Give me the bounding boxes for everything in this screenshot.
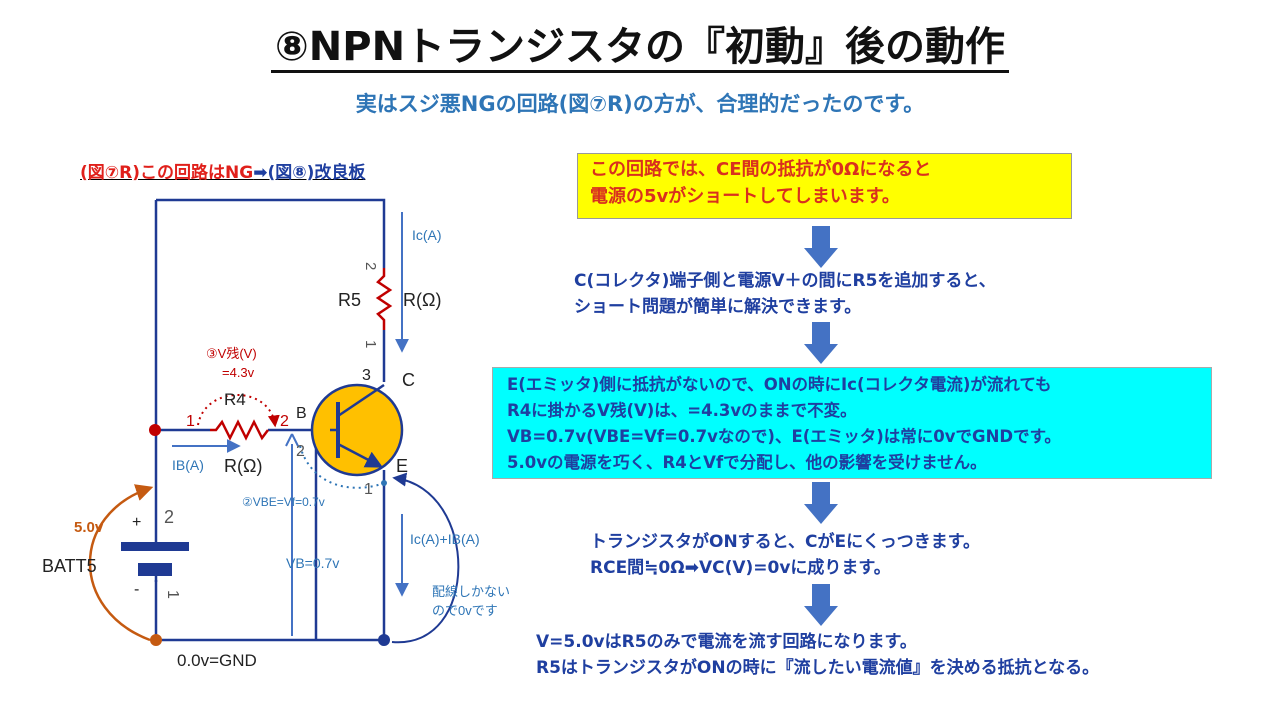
r4-name: R4 bbox=[224, 390, 246, 409]
circuit-caption: (図⑦R)この回路はNG➡(図⑧)改良板 bbox=[80, 158, 365, 183]
short-warning-box: この回路では、CE間の抵抗が0Ωになると 電源の5vがショートしてしまいます。 bbox=[577, 153, 1072, 219]
step-transistor-on: トランジスタがONすると、CがEにくっつきます。 RCE間≒0Ω➡VC(V)=0… bbox=[590, 530, 980, 581]
battery-plus: + bbox=[132, 514, 141, 531]
r5-name: R5 bbox=[338, 290, 361, 310]
page-subtitle: 実はスジ悪NGの回路(図⑦R)の方が、合理的だったのです。 bbox=[355, 92, 925, 116]
step-transistor-on-line-2: RCE間≒0Ω➡VC(V)=0vに成ります。 bbox=[590, 557, 891, 578]
battery-symbol bbox=[121, 530, 189, 582]
battery-minus: - bbox=[134, 581, 139, 598]
ic-label: Ic(A) bbox=[412, 227, 442, 243]
r5-value: R(Ω) bbox=[403, 290, 441, 310]
caption-ng: (図⑦R)この回路はNG bbox=[80, 163, 254, 183]
step-r5-conclusion-line-2: R5はトランジスタがONの時に『流したい電流値』を決める抵抗となる。 bbox=[536, 657, 1100, 678]
down-arrow-icon bbox=[804, 322, 838, 364]
r4-pin-right: 2 bbox=[280, 413, 289, 430]
node-gnd-right bbox=[378, 634, 390, 646]
base-pin: 2 bbox=[296, 443, 305, 460]
emitter-explanation-line-3: VB=0.7v(VBE=Vf=0.7vなので)、E(エミッタ)は常に0vでGND… bbox=[507, 427, 1061, 447]
vb-label: VB=0.7v bbox=[286, 555, 339, 571]
v-residual-arc bbox=[197, 394, 280, 428]
caption-improved: (図⑧)改良板 bbox=[267, 163, 366, 183]
collector-pin: 3 bbox=[362, 367, 371, 384]
down-arrow-icon bbox=[804, 226, 838, 268]
emitter-label: E bbox=[396, 456, 408, 476]
vbe-dot bbox=[381, 480, 387, 486]
down-arrow-icon bbox=[804, 584, 838, 626]
emitter-explanation-line-2: R4に掛かるV残(V)は、=4.3vのままで不変。 bbox=[507, 401, 857, 421]
step-add-r5-line-1: C(コレクタ)端子側と電源V＋の間にR5を追加すると、 bbox=[574, 271, 996, 291]
step-add-r5: C(コレクタ)端子側と電源V＋の間にR5を追加すると、 ショート問題が簡単に解決… bbox=[574, 269, 996, 320]
emitter-explanation-line-4: 5.0vの電源を巧く、R4とVfで分配し、他の影響を受けません。 bbox=[507, 453, 987, 473]
vbe-arc bbox=[299, 445, 385, 489]
r5-resistor bbox=[375, 268, 393, 330]
step-transistor-on-line-1: トランジスタがONすると、CがEにくっつきます。 bbox=[590, 532, 981, 552]
battery-pin-top: 2 bbox=[164, 507, 174, 527]
page-title: ⑧NPNトランジスタの『初動』後の動作 bbox=[0, 14, 1280, 73]
node-red bbox=[149, 424, 161, 436]
emitter-explanation-box: E(エミッタ)側に抵抗がないので、ONの時にIc(コレクタ電流)が流れても R4… bbox=[492, 367, 1212, 479]
gnd-label: 0.0v=GND bbox=[177, 651, 257, 670]
caption-arrow-icon: ➡ bbox=[253, 163, 268, 183]
battery-voltage: 5.0v bbox=[74, 519, 104, 536]
emitter-explanation-line-1: E(エミッタ)側に抵抗がないので、ONの時にIc(コレクタ電流)が流れても bbox=[507, 375, 1052, 394]
r5-pin-top: 2 bbox=[362, 262, 379, 270]
down-arrow-icon bbox=[804, 482, 838, 524]
v-residual-label: ③V残(V) bbox=[206, 346, 257, 361]
r4-pin-left: 1 bbox=[186, 413, 195, 430]
step-r5-conclusion-line-1: V=5.0vはR5のみで電流を流す回路になります。 bbox=[536, 632, 917, 652]
battery-name: BATT5 bbox=[42, 556, 97, 576]
vb-arrow-head bbox=[285, 433, 299, 447]
step-r5-conclusion: V=5.0vはR5のみで電流を流す回路になります。 R5はトランジスタがONの時… bbox=[536, 630, 1099, 681]
collector-label: C bbox=[402, 370, 415, 390]
base-label: B bbox=[296, 405, 307, 422]
vbe-label: ②VBE=Vf=0.7v bbox=[242, 495, 325, 509]
node-gnd bbox=[150, 634, 162, 646]
no-wire-note-1: 配線しかない bbox=[432, 584, 510, 599]
ib-label: IB(A) bbox=[172, 457, 204, 473]
r4-resistor bbox=[210, 419, 269, 441]
battery-pin-bottom: 1 bbox=[164, 590, 181, 599]
circuit-wires bbox=[154, 198, 386, 642]
no-wire-note-2: ので0vです bbox=[432, 603, 498, 618]
short-warning-line-1: この回路では、CE間の抵抗が0Ωになると bbox=[590, 159, 932, 180]
battery-arc bbox=[88, 484, 154, 642]
ic-ib-label: Ic(A)+IB(A) bbox=[410, 531, 480, 547]
emitter-gnd-arc bbox=[391, 472, 460, 644]
emitter-pin: 1 bbox=[364, 481, 373, 498]
v-residual-value: =4.3v bbox=[222, 365, 255, 380]
transistor-npn bbox=[310, 383, 404, 477]
step-add-r5-line-2: ショート問題が簡単に解決できます。 bbox=[574, 296, 862, 317]
r5-pin-bottom: 1 bbox=[362, 340, 379, 348]
r4-value: R(Ω) bbox=[224, 456, 262, 476]
short-warning-line-2: 電源の5vがショートしてしまいます。 bbox=[590, 186, 900, 207]
